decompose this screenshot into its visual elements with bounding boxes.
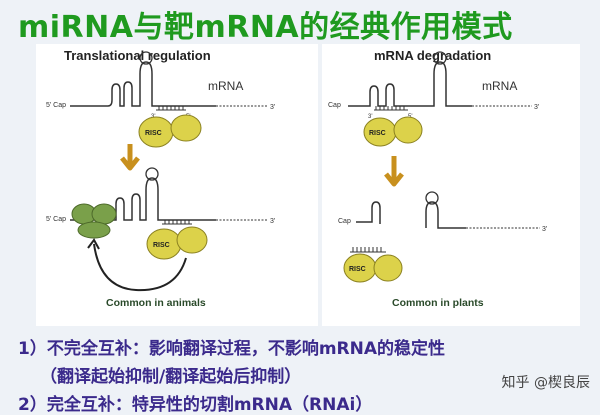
mrna-strand-top: [348, 61, 472, 107]
ribosome-small-subunit: [77, 221, 111, 239]
risc-label: RISC: [369, 130, 386, 137]
cap-label: 5' Cap: [46, 102, 66, 109]
cap-label-bottom: Cap: [338, 218, 351, 225]
base-pairs-bottom: [352, 247, 382, 252]
cap-label-bottom: 5' Cap: [46, 216, 66, 223]
watermark: 知乎 @楔良辰: [501, 375, 590, 391]
process-arrow: [120, 144, 140, 171]
translational-regulation-diagram: Translational regulation 5' Cap 3' mRNA …: [46, 48, 275, 309]
panel-footnote: Common in plants: [392, 297, 484, 309]
translational-regulation-panel: Translational regulation 5' Cap 3' mRNA …: [36, 44, 318, 326]
risc-label-bottom: RISC: [349, 266, 366, 273]
inhibition-arrow-head: [87, 238, 100, 250]
risc-label-bottom: RISC: [153, 242, 170, 249]
end3-label-bottom: 3': [270, 218, 275, 225]
end3-label: 3': [270, 104, 275, 111]
mrna-degradation-panel: mRNA degradation Cap 3' mRNA 3' 5' RISC …: [322, 44, 580, 326]
panel-heading: Translational regulation: [64, 48, 211, 63]
panel-footnote: Common in animals: [106, 297, 206, 309]
base-pairs: [158, 106, 184, 110]
inhibition-arrow: [93, 243, 187, 292]
hairpin-loop: [139, 51, 153, 65]
mrna-strand-bottom: [70, 177, 216, 221]
hairpin-loop: [433, 51, 447, 65]
mirna-3-label: 3': [368, 114, 372, 120]
hairpin-loop-bottom: [145, 167, 159, 181]
base-pairs: [375, 106, 405, 110]
end3-label-bottom: 3': [542, 226, 547, 233]
cleaved-fragment-5: [356, 201, 381, 224]
mrna-label: mRNA: [208, 79, 243, 93]
risc-complex-lobe-bottom: [373, 254, 403, 282]
mrna-degradation-diagram: mRNA degradation Cap 3' mRNA 3' 5' RISC …: [328, 48, 547, 309]
hairpin-loop-bottom: [425, 191, 439, 205]
base-pairs-bottom: [164, 220, 190, 224]
page-title: miRNA与靶mRNA的经典作用模式: [18, 10, 513, 45]
cap-label: Cap: [328, 102, 341, 109]
risc-complex-lobe: [393, 116, 423, 144]
risc-label: RISC: [145, 130, 162, 137]
note-line-2: （翻译起始抑制/翻译起始后抑制）: [40, 367, 302, 387]
cleaved-fragment-3: [425, 201, 466, 229]
panel-heading: mRNA degradation: [374, 48, 491, 63]
risc-complex-lobe: [170, 114, 202, 142]
ribosome-large-subunit-b: [91, 203, 117, 225]
mrna-strand-top: [70, 61, 216, 107]
mrna-label: mRNA: [482, 79, 517, 93]
note-line-1: 1）不完全互补：影响翻译过程，不影响mRNA的稳定性: [18, 339, 446, 359]
risc-complex-lobe-bottom: [176, 226, 208, 254]
process-arrow: [384, 156, 404, 187]
end3-label: 3': [534, 104, 539, 111]
note-line-3: 2）完全互补：特异性的切割mRNA（RNAi）: [18, 395, 373, 415]
